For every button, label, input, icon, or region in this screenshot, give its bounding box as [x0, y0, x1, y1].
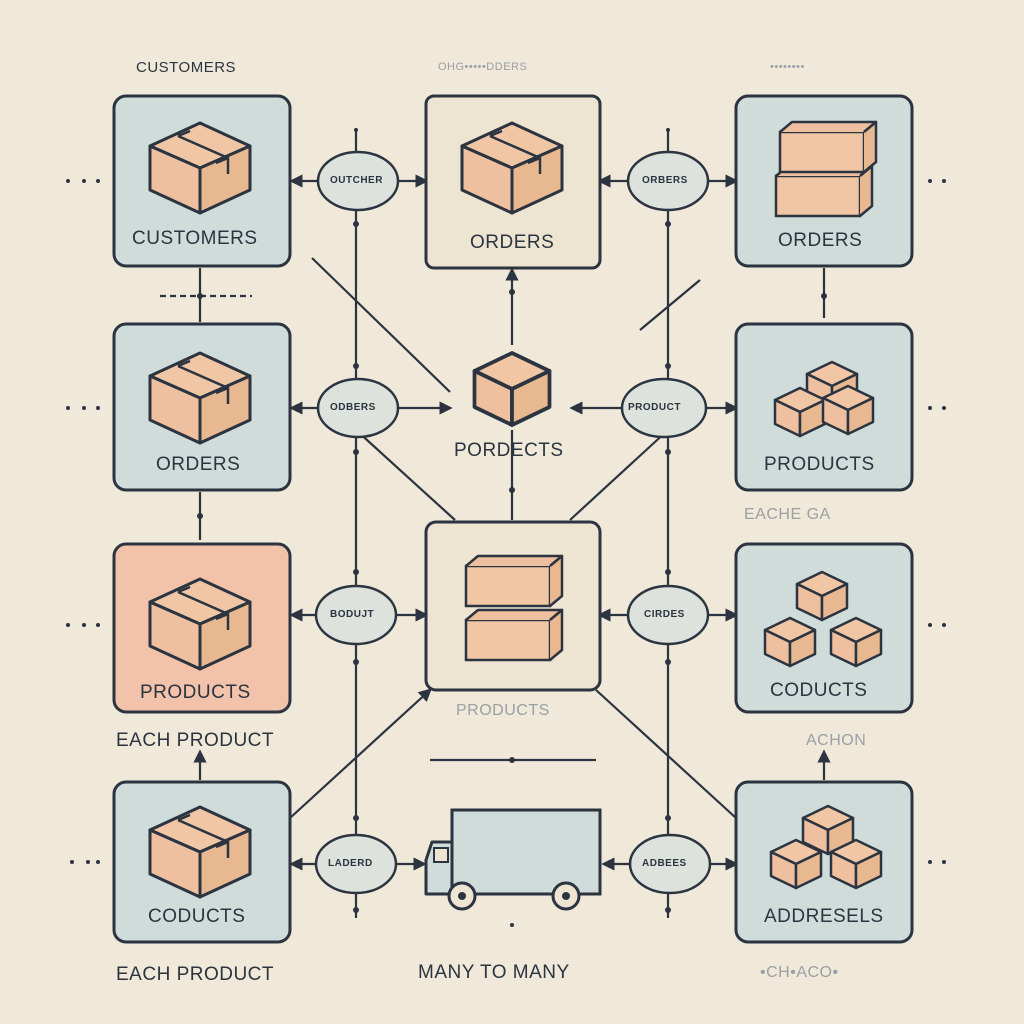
caption-each-product-1: EACH PRODUCT — [116, 730, 275, 751]
node-label-coducts-right: CODUCTS — [770, 680, 868, 701]
node-coducts-left[interactable] — [112, 780, 292, 944]
node-products-center[interactable] — [424, 520, 602, 692]
caption-achon: ACHON — [806, 732, 867, 749]
delivery-truck-icon — [424, 808, 602, 911]
caption-each-product-2: EACH PRODUCT — [116, 964, 275, 985]
node-label-addresses: ADDRESELS — [764, 906, 884, 927]
node-label-customers: CUSTOMERS — [132, 228, 258, 249]
caption-faint-bottom: •CH•ACO• — [760, 964, 839, 981]
pill-label-1b: ORBERS — [642, 175, 688, 186]
node-label-pordects: PORDECTS — [454, 440, 564, 461]
node-coducts-right[interactable] — [734, 542, 914, 714]
node-products-left-highlight[interactable] — [112, 542, 292, 714]
top-label-center: OHG•••••DDERS — [438, 61, 528, 73]
node-orders-right-top[interactable] — [734, 94, 914, 268]
pill-label-3b: CIRDES — [644, 609, 685, 620]
connector-pills — [314, 150, 712, 895]
caption-many-to-many: MANY TO MANY — [418, 962, 570, 983]
node-label-coducts-left: CODUCTS — [148, 906, 246, 927]
node-orders-center-top[interactable] — [424, 94, 602, 270]
pill-label-3a: BODUJT — [330, 609, 375, 620]
node-label-orders-right: ORDERS — [778, 230, 863, 251]
node-label-products-right: PRODUCTS — [764, 454, 875, 475]
stacked-boxes-icon — [774, 120, 878, 218]
pill-label-2a: ODBERS — [330, 402, 376, 413]
pill-label-4b: ADBEES — [642, 858, 687, 869]
connector-markers — [66, 128, 946, 927]
top-label-right: •••••••• — [770, 61, 805, 73]
caption-eache: EACHE GA — [744, 506, 831, 523]
node-addresses[interactable] — [734, 780, 914, 944]
node-label-orders-left: ORDERS — [156, 454, 241, 475]
pill-label-4a: LADERD — [328, 858, 373, 869]
pill-label-2b: PRODUCT — [628, 402, 681, 413]
node-products-right[interactable] — [734, 322, 914, 492]
node-orders-left[interactable] — [112, 322, 292, 492]
node-pordects-center — [472, 351, 552, 427]
box-icon — [472, 351, 552, 427]
pill-label-1a: OUTCHER — [330, 175, 383, 186]
node-label-products-center: PRODUCTS — [456, 702, 550, 719]
connector-lines — [160, 128, 831, 918]
top-label-customers: CUSTOMERS — [136, 59, 237, 76]
node-customers[interactable] — [112, 94, 292, 268]
node-label-orders-center: ORDERS — [470, 232, 555, 253]
node-label-products-left: PRODUCTS — [140, 682, 251, 703]
